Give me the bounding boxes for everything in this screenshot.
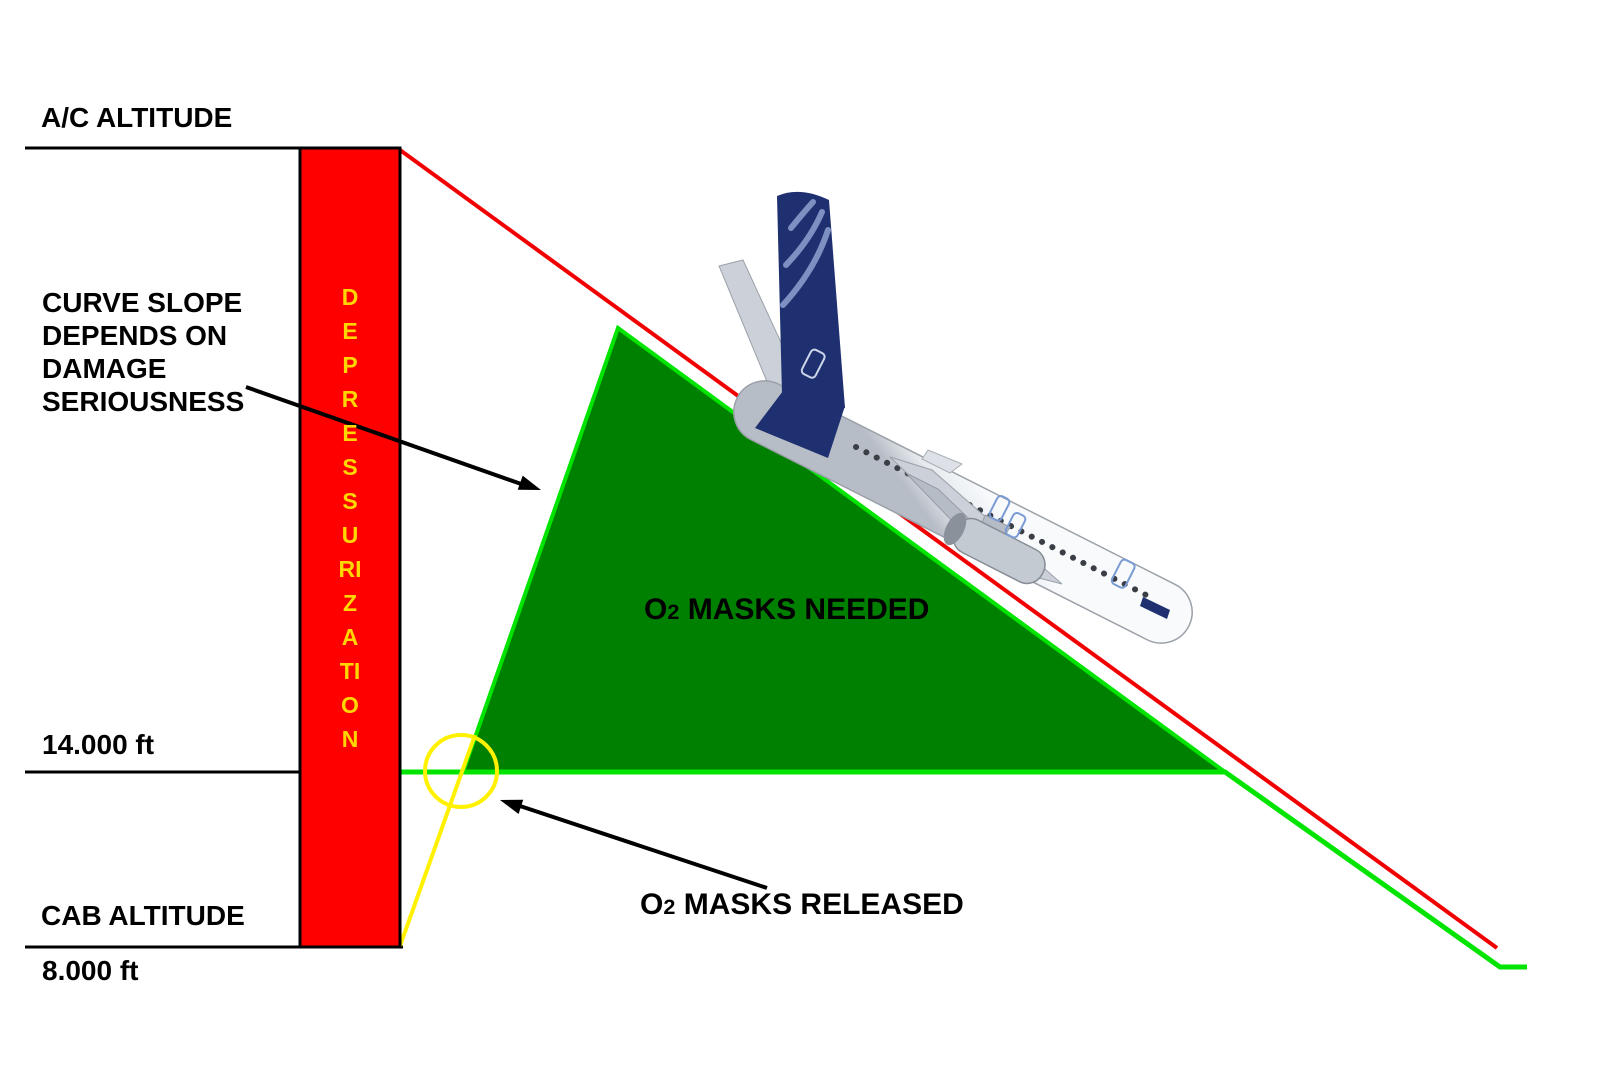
cabin-pressure-climb-line (398, 734, 477, 947)
alt-8000-label: 8.000 ft (42, 955, 139, 986)
o2-prefix: O (644, 593, 668, 626)
o2-subscript: 2 (667, 599, 680, 624)
aircraft-engine-intake (943, 512, 967, 546)
aircraft-illustration (718, 191, 1193, 644)
masks-needed-zone (460, 324, 1232, 774)
curve-slope-note-line: DAMAGE (42, 353, 167, 384)
aircraft-front-door (988, 494, 1011, 522)
curve-slope-note-line: DEPENDS ON (42, 320, 228, 351)
alt-14000-label: 14.000 ft (42, 729, 155, 760)
aircraft-tail-band (755, 391, 845, 458)
aircraft-front-door (1004, 511, 1027, 539)
tail-swirl-icon (780, 227, 831, 308)
o2-prefix: O (640, 888, 664, 921)
curve-slope-note: CURVE SLOPE DEPENDS ON DAMAGE SERIOUSNES… (42, 286, 244, 418)
curve-slope-note-line: CURVE SLOPE (42, 287, 243, 318)
aircraft-rear-door (800, 348, 826, 379)
depressurization-label: DEPRESSURIZATION (338, 284, 362, 752)
masks-released-label: O2 MASKS RELEASED (640, 890, 964, 922)
cabin-altitude-line (400, 769, 1527, 970)
ac-altitude-label: A/C ALTITUDE (41, 102, 233, 133)
masks-needed-text: MASKS NEEDED (687, 593, 930, 626)
masks-needed-label: O2 MASKS NEEDED (644, 595, 929, 627)
curve-slope-arrow (245, 385, 525, 487)
masks-released-arrow (516, 803, 768, 890)
curve-slope-arrowhead (517, 475, 541, 490)
aircraft-cockpit-windows (1140, 597, 1170, 619)
masks-released-text: MASKS RELEASED (683, 888, 964, 921)
masks-released-arrowhead (500, 799, 524, 814)
aircraft-nose-door (1110, 558, 1136, 589)
depressurization-bar (298, 146, 402, 949)
aircraft-tail-fin (777, 191, 845, 408)
tail-swirl-icon (788, 199, 816, 231)
o2-subscript: 2 (663, 894, 676, 919)
masks-release-circle (423, 733, 499, 809)
tail-swirl-icon (783, 209, 825, 268)
curve-slope-note-line: SERIOUSNESS (42, 386, 245, 417)
aircraft-altitude-line (398, 148, 1499, 950)
cab-altitude-label: CAB ALTITUDE (41, 900, 245, 931)
aircraft-far-wing (921, 449, 964, 474)
